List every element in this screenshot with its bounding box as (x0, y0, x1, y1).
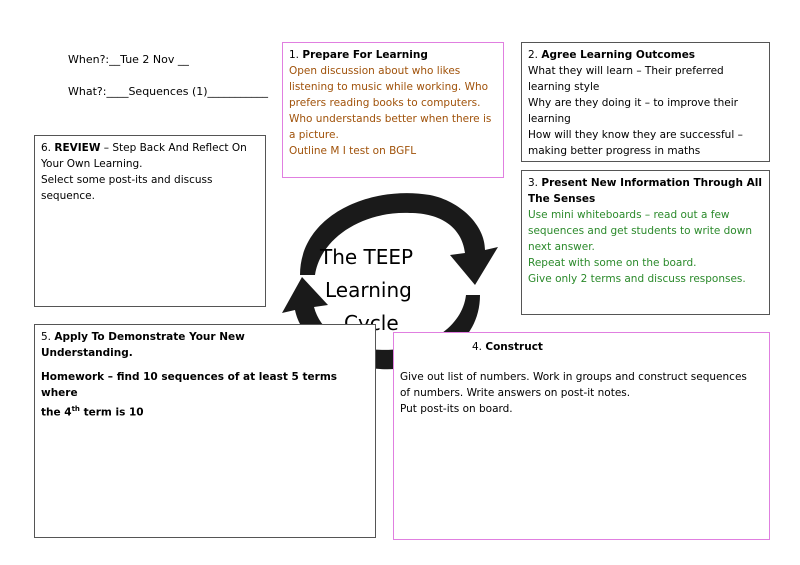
box-1-title: Prepare For Learning (302, 49, 428, 61)
box-3-line: next answer. (528, 241, 595, 253)
box-3-title-2: The Senses (528, 193, 596, 205)
box-6-review: 6. REVIEW – Step Back And Reflect On You… (34, 135, 266, 307)
box-1-line: Who understands better when there is (289, 113, 492, 125)
cycle-title-1: The TEEP (320, 245, 414, 269)
box-5-apply: 5. Apply To Demonstrate Your New Underst… (34, 324, 376, 538)
box-6-number: 6. (41, 142, 52, 154)
box-2-title: Agree Learning Outcomes (541, 49, 696, 61)
box-5-title-2: Understanding. (41, 347, 133, 359)
box-6-line: sequence. (41, 190, 95, 202)
box-5-number: 5. (41, 331, 52, 343)
box-3-line: sequences and get students to write down (528, 225, 752, 237)
hw-part-2: term is 10 (79, 406, 144, 419)
box-3-title: Present New Information Through All (541, 177, 762, 189)
when-value: __Tue 2 Nov __ (109, 53, 189, 66)
box-1-heading: 1. Prepare For Learning (289, 47, 497, 63)
box-2-line: What they will learn – Their preferred (528, 65, 724, 77)
hw-part-1: the 4 (41, 406, 72, 419)
box-3-present: 3. Present New Information Through All T… (521, 170, 770, 315)
box-2-line: learning style (528, 81, 600, 93)
box-6-title-rest: – Step Back And Reflect On (100, 142, 247, 154)
box-2-line: learning (528, 113, 571, 125)
what-label: What?: (68, 85, 107, 98)
box-3-heading: 3. Present New Information Through All (528, 175, 763, 191)
box-2-line: How will they know they are successful – (528, 129, 743, 141)
box-5-homework-2: the 4th term is 10 (41, 401, 369, 421)
box-3-line: Use mini whiteboards – read out a few (528, 209, 730, 221)
box-6-line: Your Own Learning. (41, 158, 143, 170)
box-4-line: Put post-its on board. (400, 403, 513, 415)
box-4-spacer (400, 355, 763, 369)
box-1-line: Outline M I test on BGFL (289, 145, 417, 157)
box-5-spacer (41, 361, 369, 369)
box-1-number: 1. (289, 49, 300, 61)
what-value: ____Sequences (1)___________ (106, 85, 269, 98)
box-5-homework: Homework – find 10 sequences of at least… (41, 371, 338, 399)
box-6-title: REVIEW (54, 142, 101, 154)
box-1-line: listening to music while working. Who (289, 81, 489, 93)
box-4-heading: 4. Construct (400, 339, 763, 355)
cycle-title-2: Learning (325, 278, 412, 302)
when-label: When?: (68, 53, 110, 66)
box-4-number: 4. (472, 341, 483, 353)
box-3-line: Repeat with some on the board. (528, 257, 697, 269)
box-6-heading: 6. REVIEW – Step Back And Reflect On (41, 140, 259, 156)
box-4-title: Construct (485, 341, 543, 353)
box-3-number: 3. (528, 177, 539, 189)
box-5-heading: 5. Apply To Demonstrate Your New (41, 329, 369, 345)
hw-superscript: th (71, 405, 80, 413)
box-6-line: Select some post-its and discuss (41, 174, 213, 186)
what-line: What?:____Sequences (1)___________ (68, 85, 268, 98)
when-line: When?:__Tue 2 Nov __ (68, 53, 189, 66)
box-4-line: of numbers. Write answers on post-it not… (400, 387, 631, 399)
box-4-line: Give out list of numbers. Work in groups… (400, 371, 747, 383)
box-5-title: Apply To Demonstrate Your New (54, 331, 245, 343)
box-3-line: Give only 2 terms and discuss responses. (528, 273, 746, 285)
box-2-number: 2. (528, 49, 539, 61)
box-1-line: a picture. (289, 129, 339, 141)
box-2-outcomes: 2. Agree Learning Outcomes What they wil… (521, 42, 770, 162)
box-1-line: Open discussion about who likes (289, 65, 461, 77)
box-2-line: Why are they doing it – to improve their (528, 97, 738, 109)
box-2-heading: 2. Agree Learning Outcomes (528, 47, 763, 63)
box-1-line: prefers reading books to computers. (289, 97, 481, 109)
box-1-prepare: 1. Prepare For Learning Open discussion … (282, 42, 504, 178)
box-4-construct: 4. Construct Give out list of numbers. W… (393, 332, 770, 540)
box-2-line: making better progress in maths (528, 145, 701, 157)
